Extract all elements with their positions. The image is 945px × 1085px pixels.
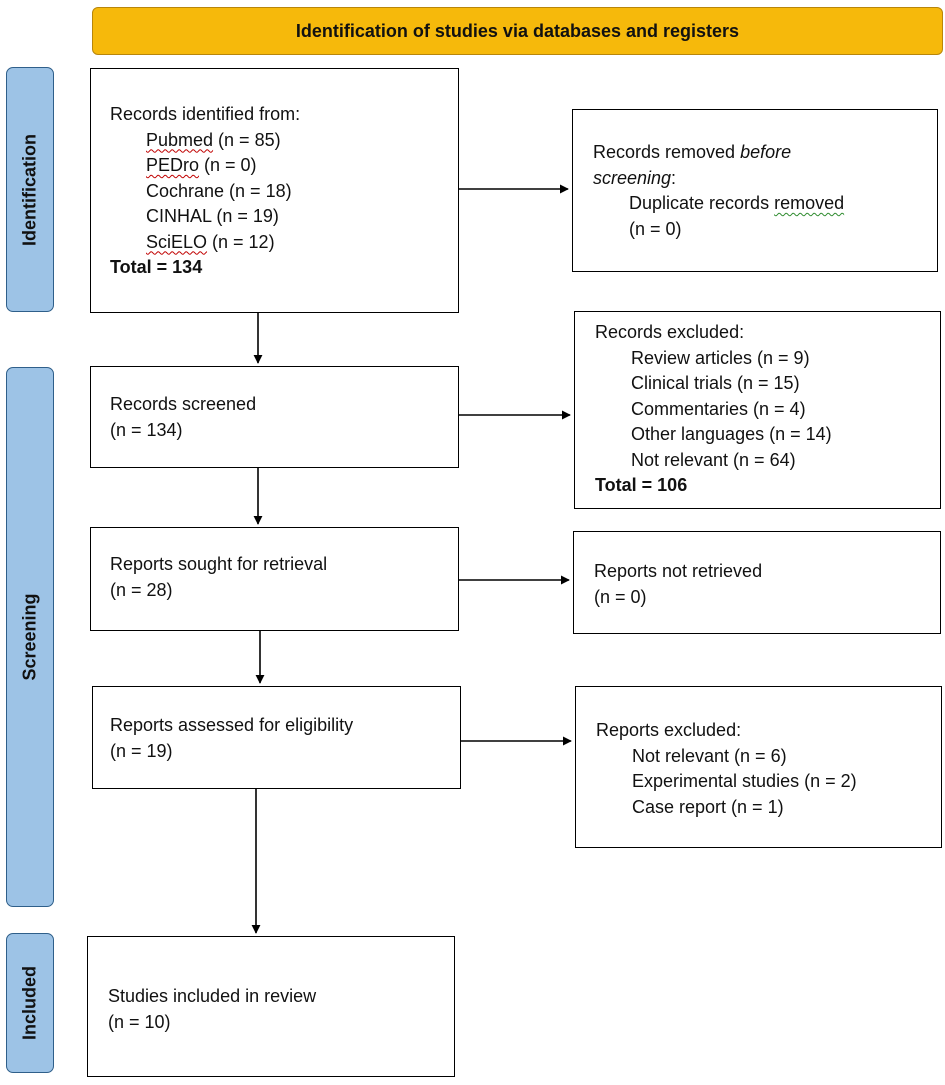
reports-sought-count: (n = 28) <box>110 579 173 600</box>
reports-excluded-item: Case report (n = 1) <box>632 796 784 817</box>
records-removed-line2: screening: <box>593 167 677 188</box>
reports-not-retrieved-text: Reports not retrieved (n = 0) <box>594 559 762 610</box>
source-pedro: PEDro (n = 0) <box>146 155 257 175</box>
phase-included: Included <box>6 933 54 1073</box>
reports-sought-text: Reports sought for retrieval (n = 28) <box>110 552 327 603</box>
header-title: Identification of studies via databases … <box>295 20 740 41</box>
reports-not-retrieved-box <box>573 531 941 634</box>
records-removed-box <box>572 109 938 272</box>
phase-identification: Identification <box>6 67 54 312</box>
excluded-item: Other languages (n = 14) <box>631 424 832 444</box>
records-identified-text: Records identified from: Pubmed (n = 85)… <box>110 102 300 281</box>
records-identified-box <box>90 68 459 313</box>
records-excluded-total: Total = 106 <box>595 475 688 495</box>
reports-assessed-text: Reports assessed for eligibility (n = 19… <box>110 713 353 764</box>
records-screened-text: Records screened (n = 134) <box>110 392 256 443</box>
excluded-item: Clinical trials (n = 15) <box>631 373 800 393</box>
records-screened-label: Records screened <box>110 394 257 414</box>
reports-sought-label: Reports sought for retrieval <box>110 554 328 574</box>
records-identified-total: Total = 134 <box>110 257 203 277</box>
studies-included-count: (n = 10) <box>108 1011 171 1032</box>
records-excluded-text: Records excluded: Review articles (n = 9… <box>595 320 832 499</box>
reports-excluded-item: Experimental studies (n = 2) <box>632 771 857 791</box>
reports-excluded-item: Not relevant (n = 6) <box>632 745 787 766</box>
reports-excluded-heading: Reports excluded: <box>596 720 742 740</box>
records-screened-count: (n = 134) <box>110 419 183 440</box>
header-banner: Identification of studies via databases … <box>92 7 943 55</box>
reports-not-retrieved-label: Reports not retrieved <box>594 561 763 581</box>
source-cochrane: Cochrane (n = 18) <box>146 180 292 201</box>
records-removed-line3: Duplicate records removed <box>629 193 845 213</box>
excluded-item: Not relevant (n = 64) <box>631 449 796 470</box>
reports-not-retrieved-count: (n = 0) <box>594 586 647 607</box>
records-identified-heading: Records identified from: <box>110 104 301 124</box>
reports-sought-box <box>90 527 459 631</box>
reports-assessed-count: (n = 19) <box>110 740 173 761</box>
records-removed-text: Records removed before screening: Duplic… <box>593 140 844 242</box>
reports-assessed-label: Reports assessed for eligibility <box>110 715 354 735</box>
excluded-item: Commentaries (n = 4) <box>631 398 806 419</box>
source-pubmed: Pubmed (n = 85) <box>146 129 281 150</box>
source-cinhal: CINHAL (n = 19) <box>146 206 279 226</box>
phase-screening: Screening <box>6 367 54 907</box>
source-scielo: SciELO (n = 12) <box>146 231 275 252</box>
studies-included-box <box>87 936 455 1077</box>
records-excluded-box <box>574 311 941 509</box>
studies-included-text: Studies included in review (n = 10) <box>108 984 316 1035</box>
records-excluded-heading: Records excluded: <box>595 322 745 342</box>
reports-assessed-box <box>92 686 461 789</box>
studies-included-label: Studies included in review <box>108 986 317 1006</box>
records-removed-count: (n = 0) <box>629 218 682 239</box>
reports-excluded-text: Reports excluded: Not relevant (n = 6) E… <box>596 718 857 820</box>
excluded-item: Review articles (n = 9) <box>631 347 810 368</box>
reports-excluded-box <box>575 686 942 848</box>
records-screened-box <box>90 366 459 468</box>
records-removed-line1: Records removed before <box>593 142 792 162</box>
